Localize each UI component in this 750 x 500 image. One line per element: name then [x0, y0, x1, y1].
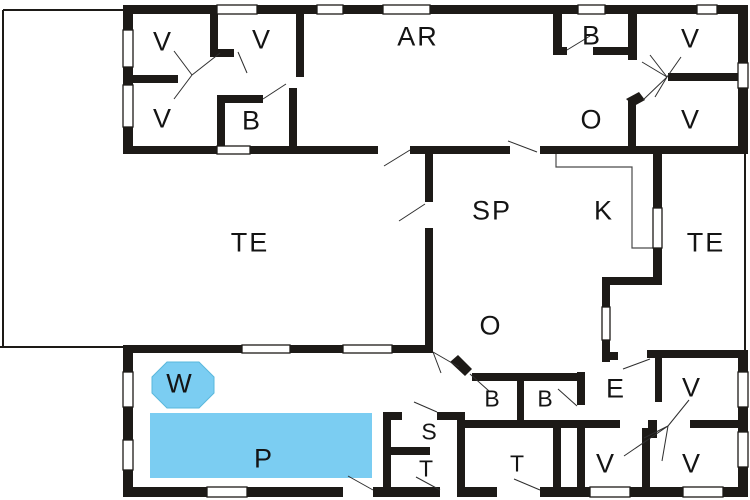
- room-label-b-4: B: [537, 385, 555, 412]
- windows: [122, 4, 749, 498]
- room-label-sp: SP: [471, 195, 513, 226]
- room-label-w: W: [166, 368, 194, 399]
- pool: [150, 413, 372, 478]
- whirlpool: [151, 361, 215, 409]
- room-label-p: P: [253, 443, 275, 474]
- room-label-t-2: T: [509, 450, 527, 477]
- room-label-k: K: [593, 195, 615, 226]
- room-label-v-2: V: [251, 24, 273, 55]
- room-label-v-5: V: [680, 104, 702, 135]
- pool-area: [150, 361, 372, 478]
- room-label-s: S: [421, 418, 439, 445]
- room-label-e: E: [605, 373, 627, 404]
- room-label-ar: AR: [397, 21, 439, 52]
- room-label-te-1: TE: [230, 227, 270, 258]
- terrace-outline: [0, 9, 746, 350]
- room-label-b-2: B: [241, 105, 263, 136]
- room-label-b-1: B: [581, 20, 603, 51]
- door-swings: [173, 35, 690, 491]
- room-label-v-8: V: [681, 448, 703, 479]
- room-label-b-3: B: [484, 385, 502, 412]
- room-label-v-3: V: [680, 23, 702, 54]
- room-label-v-1: V: [152, 26, 174, 57]
- room-label-t-1: T: [418, 455, 436, 482]
- room-label-v-7: V: [595, 448, 617, 479]
- room-label-v-4: V: [152, 103, 174, 134]
- room-label-v-6: V: [681, 372, 703, 403]
- room-label-o-2: O: [479, 310, 503, 341]
- room-label-te-2: TE: [686, 227, 726, 258]
- room-label-o-1: O: [580, 104, 604, 135]
- kitchen-counter: [555, 154, 653, 249]
